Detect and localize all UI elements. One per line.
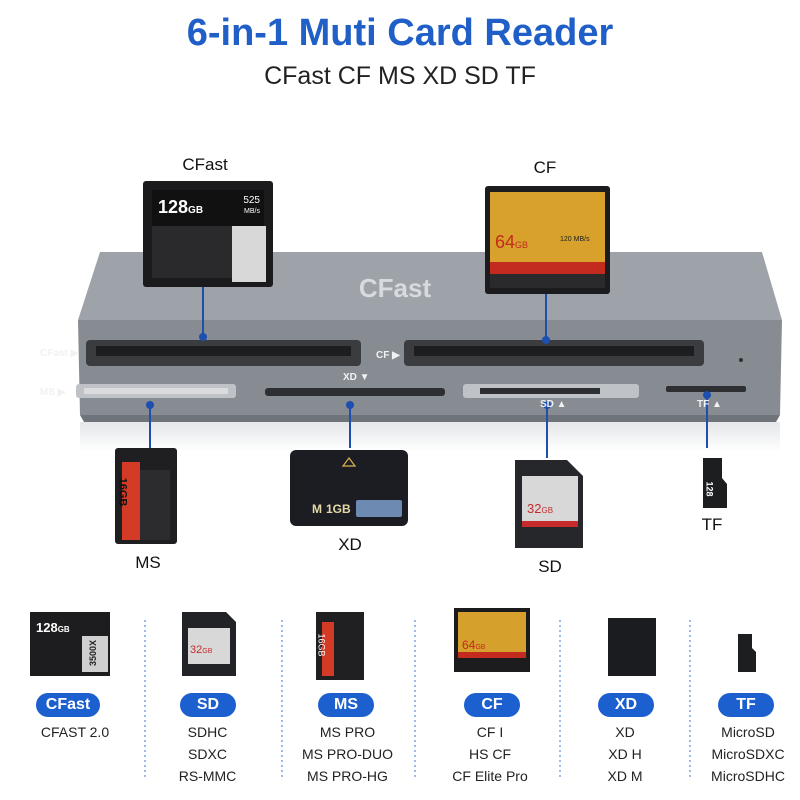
- ms-thumb-capacity: 16GB: [316, 633, 327, 657]
- page-subtitle: CFast CF MS XD SD TF: [264, 62, 536, 90]
- format-item: RS-MMC: [178, 768, 237, 784]
- formats-ms: MS PRO MS PRO-DUO MS PRO-HG: [285, 721, 410, 787]
- badge-sd: SD: [180, 693, 236, 717]
- format-item: XD M: [607, 768, 643, 784]
- format-item: MS PRO-DUO: [302, 746, 393, 762]
- formats-cfast: CFAST 2.0: [20, 721, 130, 743]
- format-item: XD H: [608, 746, 642, 762]
- format-item: MS PRO: [319, 724, 376, 740]
- ms-callout-label: MS: [135, 553, 161, 572]
- tf-card-capacity: 128: [704, 481, 715, 497]
- slot-label-ms: MS ▶: [40, 387, 66, 398]
- cfast-thumb-model: 3500X: [88, 639, 99, 667]
- xd-card-prefix: M: [312, 502, 322, 516]
- sd-thumb-capacity: 32GB: [190, 644, 213, 656]
- tf-callout-label: TF: [701, 515, 723, 534]
- slot-label-cfast: CFast ▶: [40, 348, 79, 359]
- cf-thumb-capacity: 64GB: [462, 638, 486, 652]
- slot-label-tf: TF ▲: [697, 399, 722, 410]
- formats-xd: XD XD H XD M: [570, 721, 680, 787]
- sd-card-capacity: 32GB: [527, 501, 554, 516]
- tf-slot: [666, 386, 746, 392]
- format-item: MS PRO-HG: [307, 768, 388, 784]
- cfast-callout-label: CFast: [182, 155, 228, 174]
- format-item: MicroSDHC: [711, 768, 785, 784]
- cfast-thumb-capacity: 128GB: [36, 620, 70, 635]
- format-item: MicroSDXC: [711, 746, 785, 762]
- badge-xd: XD: [598, 693, 654, 717]
- cf-callout-label: CF: [533, 158, 557, 177]
- xd-thumb: [608, 618, 656, 676]
- cf-card-capacity: 64GB: [495, 232, 529, 252]
- format-item: CF I: [476, 724, 504, 740]
- slot-label-sd: SD ▲: [540, 399, 567, 410]
- badge-tf: TF: [718, 693, 774, 717]
- badge-ms: MS: [318, 693, 374, 717]
- format-item: MicroSD: [721, 724, 775, 740]
- xd-card-capacity: 1GB: [326, 502, 351, 516]
- format-item: HS CF: [469, 746, 511, 762]
- tf-thumb: [738, 634, 756, 672]
- formats-sd: SDHC SDXC RS-MMC: [150, 721, 265, 787]
- format-item: SDXC: [188, 746, 227, 762]
- formats-cf: CF I HS CF CF Elite Pro: [425, 721, 555, 787]
- sd-callout-label: SD: [538, 557, 562, 576]
- slot-label-xd: XD ▼: [343, 372, 370, 383]
- format-item: CFAST 2.0: [40, 724, 110, 740]
- tf-card-image: [703, 458, 727, 508]
- format-item: CF Elite Pro: [452, 768, 528, 784]
- cfast-card-capacity: 128GB: [158, 197, 204, 217]
- xd-slot: [265, 388, 445, 396]
- badge-cf: CF: [464, 693, 520, 717]
- ms-card-capacity: 16GB: [116, 477, 129, 507]
- formats-tf: MicroSD MicroSDXC MicroSDHC: [700, 721, 796, 787]
- slot-label-cf: CF ▶: [376, 350, 400, 361]
- device-brand-text: CFast: [359, 273, 432, 303]
- cf-card-speed: 120 MB/s: [560, 236, 590, 243]
- format-item: SDHC: [187, 724, 228, 740]
- xd-callout-label: XD: [338, 535, 362, 554]
- badge-cfast: CFast: [36, 693, 100, 717]
- format-item: XD: [615, 724, 635, 740]
- page-title: 6-in-1 Muti Card Reader: [186, 12, 614, 54]
